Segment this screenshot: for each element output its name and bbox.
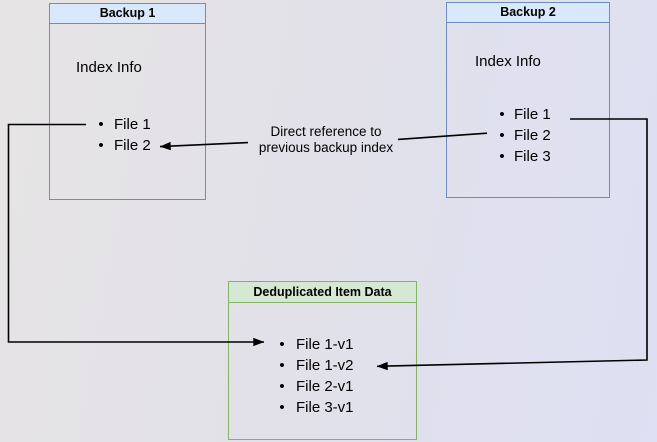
file-label: File 2 bbox=[514, 127, 551, 144]
file-label: File 2 bbox=[114, 137, 151, 154]
list-item: • File 1-v1 bbox=[275, 334, 354, 355]
node-backup1-subtitle: Index Info bbox=[76, 59, 142, 76]
bullet-icon: • bbox=[279, 357, 285, 374]
list-item: • File 1 bbox=[495, 104, 551, 125]
bullet-icon: • bbox=[279, 378, 285, 395]
bullet-icon: • bbox=[499, 106, 505, 123]
dedup-item-list: • File 1-v1 • File 1-v2 • File 2-v1 • Fi… bbox=[275, 334, 354, 418]
list-item: • File 2-v1 bbox=[275, 376, 354, 397]
file-version-label: File 3-v1 bbox=[296, 399, 354, 416]
edge-label-direct-reference: Direct reference to previous backup inde… bbox=[243, 124, 409, 155]
bullet-icon: • bbox=[98, 137, 104, 154]
list-item: • File 3-v1 bbox=[275, 397, 354, 418]
node-backup2-title: Backup 2 bbox=[447, 3, 609, 23]
list-item: • File 2 bbox=[94, 135, 151, 156]
bullet-icon: • bbox=[279, 336, 285, 353]
file-version-label: File 1-v1 bbox=[296, 336, 354, 353]
node-backup1-title: Backup 1 bbox=[50, 4, 205, 24]
backup1-file-list: • File 1 • File 2 bbox=[94, 114, 151, 156]
file-label: File 1 bbox=[114, 116, 151, 133]
bullet-icon: • bbox=[279, 399, 285, 416]
node-dedup-title: Deduplicated Item Data bbox=[229, 282, 416, 303]
node-backup1: Backup 1 Index Info • File 1 • File 2 bbox=[49, 3, 206, 200]
list-item: • File 3 bbox=[495, 146, 551, 167]
node-backup2-subtitle: Index Info bbox=[475, 53, 541, 70]
file-version-label: File 1-v2 bbox=[296, 357, 354, 374]
file-version-label: File 2-v1 bbox=[296, 378, 354, 395]
bullet-icon: • bbox=[98, 116, 104, 133]
list-item: • File 1 bbox=[94, 114, 151, 135]
file-label: File 1 bbox=[514, 106, 551, 123]
node-dedup-item-data: Deduplicated Item Data • File 1-v1 • Fil… bbox=[228, 281, 417, 440]
node-backup2: Backup 2 Index Info • File 1 • File 2 • … bbox=[446, 2, 610, 198]
file-label: File 3 bbox=[514, 148, 551, 165]
bullet-icon: • bbox=[499, 127, 505, 144]
edge-label-line2: previous backup index bbox=[258, 139, 394, 155]
edge-label-line1: Direct reference to bbox=[270, 124, 382, 139]
list-item: • File 1-v2 bbox=[275, 355, 354, 376]
backup2-file-list: • File 1 • File 2 • File 3 bbox=[495, 104, 551, 167]
bullet-icon: • bbox=[499, 148, 505, 165]
list-item: • File 2 bbox=[495, 125, 551, 146]
